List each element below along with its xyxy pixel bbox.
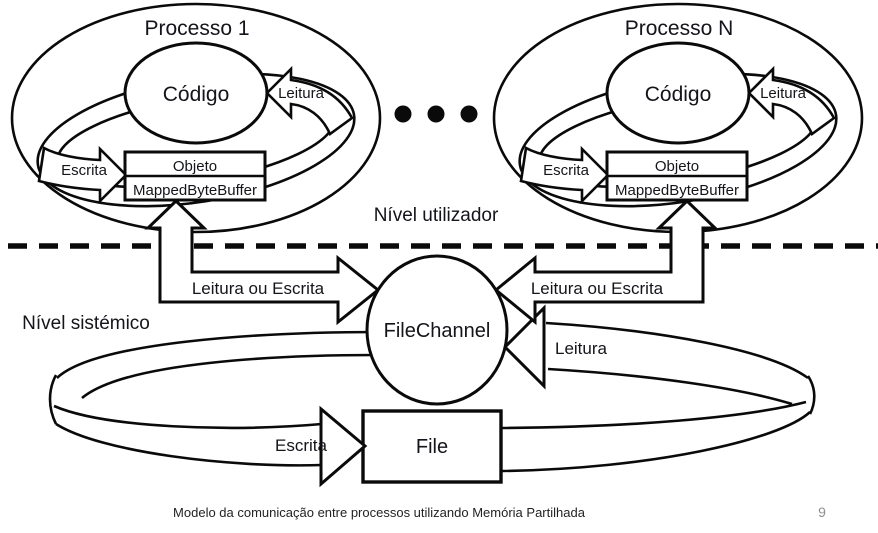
process-1-read-label: Leitura (278, 85, 325, 102)
read-from-file-arrowhead (502, 304, 546, 390)
left-read-write-label: Leitura ou Escrita (192, 279, 325, 298)
process-n-object-title: Objeto (655, 158, 699, 175)
file-label: File (416, 436, 448, 458)
process-1-object-title: Objeto (173, 158, 217, 175)
process-n-title: Processo N (625, 17, 734, 40)
left-loop-lower-bottom (55, 422, 323, 467)
right-loop-upper-bottom (547, 367, 793, 406)
right-loop-lower-top (501, 400, 807, 430)
process-n-read-label: Leitura (760, 85, 807, 102)
file-channel-circle (365, 254, 509, 406)
right-loop-lower-bottom (501, 411, 811, 473)
left-loop-band (48, 330, 381, 467)
process-1-object-subtitle: MappedByteBuffer (133, 182, 257, 199)
bottom-write-label: Escrita (275, 436, 328, 455)
left-loop-lower-top (53, 404, 323, 430)
process-1-write-label: Escrita (61, 162, 108, 179)
slide-caption: Modelo da comunicação entre processos ut… (173, 505, 586, 520)
system-level-label: Nível sistémico (22, 313, 150, 334)
process-1-code-label: Código (163, 83, 230, 106)
right-read-write-label: Leitura ou Escrita (531, 279, 664, 298)
page-number: 9 (818, 504, 826, 520)
process-n-object-subtitle: MappedByteBuffer (615, 182, 739, 199)
process-1-title: Processo 1 (144, 17, 249, 40)
process-n-code-label: Código (645, 83, 712, 106)
file-channel-label: FileChannel (384, 320, 491, 342)
write-to-file-arrowhead (319, 405, 368, 488)
dot-icon (460, 105, 478, 123)
process-n-write-label: Escrita (543, 162, 590, 179)
left-loop-end-cap (48, 374, 58, 425)
right-loop-end-cap (806, 375, 816, 415)
dot-icon (427, 105, 445, 123)
right-loop-upper-top (545, 321, 809, 380)
right-loop-band (501, 321, 816, 473)
left-loop-upper-bottom (81, 353, 377, 399)
left-loop-upper-top (56, 330, 381, 379)
dot-icon (394, 105, 412, 123)
user-level-label: Nível utilizador (374, 205, 499, 226)
bottom-read-label: Leitura (555, 339, 608, 358)
ellipsis-dots (394, 105, 478, 123)
